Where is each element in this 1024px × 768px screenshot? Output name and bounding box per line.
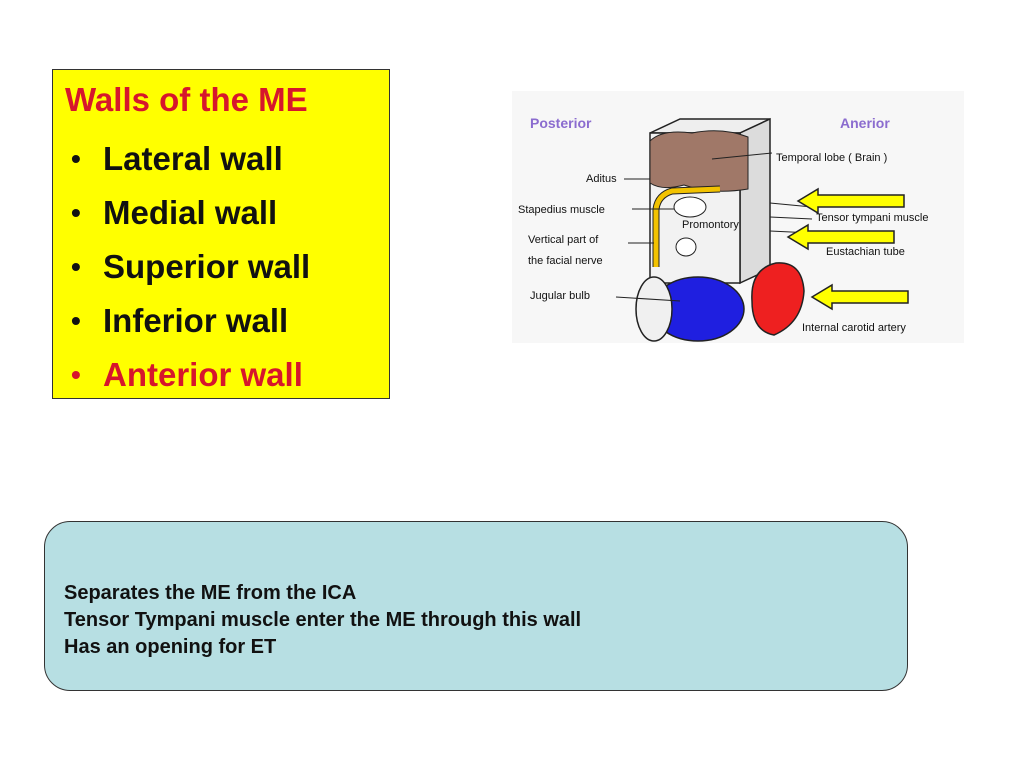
aditus-label: Aditus <box>586 173 617 185</box>
posterior-label: Posterior <box>530 115 592 131</box>
walls-list-box: Walls of the ME •Lateral wall •Medial wa… <box>52 69 390 399</box>
arrow-carotid-icon <box>810 283 909 311</box>
bullet-icon: • <box>71 143 81 174</box>
jugular-leader <box>615 296 681 302</box>
walls-list: •Lateral wall •Medial wall •Superior wal… <box>65 132 389 402</box>
bullet-icon: • <box>71 359 81 390</box>
facial-nerve-label-2: the facial nerve <box>528 255 603 267</box>
info-line-et: Has an opening for ET <box>64 636 277 658</box>
wall-item-inferior: •Inferior wall <box>65 294 389 348</box>
middle-ear-diagram: Promontory Posterior Anerior Temporal lo… <box>512 91 964 343</box>
eustachian-label: Eustachian tube <box>826 246 905 258</box>
temporal-lobe-label: Temporal lobe ( Brain ) <box>776 152 887 164</box>
temporal-lobe-leader <box>711 152 773 160</box>
info-line-tensor-tympani: Tensor Tympani muscle enter the ME throu… <box>64 609 582 631</box>
wall-item-anterior: •Anterior wall <box>65 348 389 402</box>
arrow-eustachian-icon <box>786 223 895 251</box>
carotid-label: Internal carotid artery <box>802 322 906 334</box>
promontory-label: Promontory <box>682 219 739 231</box>
arrow-tensor-tympani-icon <box>796 187 905 215</box>
temporal-lobe-shape <box>649 130 749 192</box>
info-line-ica: Separates the ME from the ICA <box>64 582 357 604</box>
wall-item-superior: •Superior wall <box>65 240 389 294</box>
bullet-icon: • <box>71 197 81 228</box>
stapedius-shape <box>673 196 707 218</box>
anterior-label: Anerior <box>840 115 890 131</box>
tensor-tympani-label: Tensor tympani muscle <box>816 212 929 224</box>
middle-ear-diagram-svg: Promontory Posterior Anerior Temporal lo… <box>518 115 929 342</box>
round-window-shape <box>675 237 697 257</box>
stapedius-label: Stapedius muscle <box>518 204 605 216</box>
bullet-icon: • <box>71 305 81 336</box>
walls-title: Walls of the ME <box>65 81 308 118</box>
wall-item-medial: •Medial wall <box>65 186 389 240</box>
info-box: Separates the ME from the ICA Tensor Tym… <box>44 521 908 691</box>
facial-nerve-label-1: Vertical part of <box>528 234 599 246</box>
jugular-bulb-label: Jugular bulb <box>530 290 590 302</box>
carotid-artery-shape <box>751 262 805 336</box>
wall-item-lateral: •Lateral wall <box>65 132 389 186</box>
bullet-icon: • <box>71 251 81 282</box>
